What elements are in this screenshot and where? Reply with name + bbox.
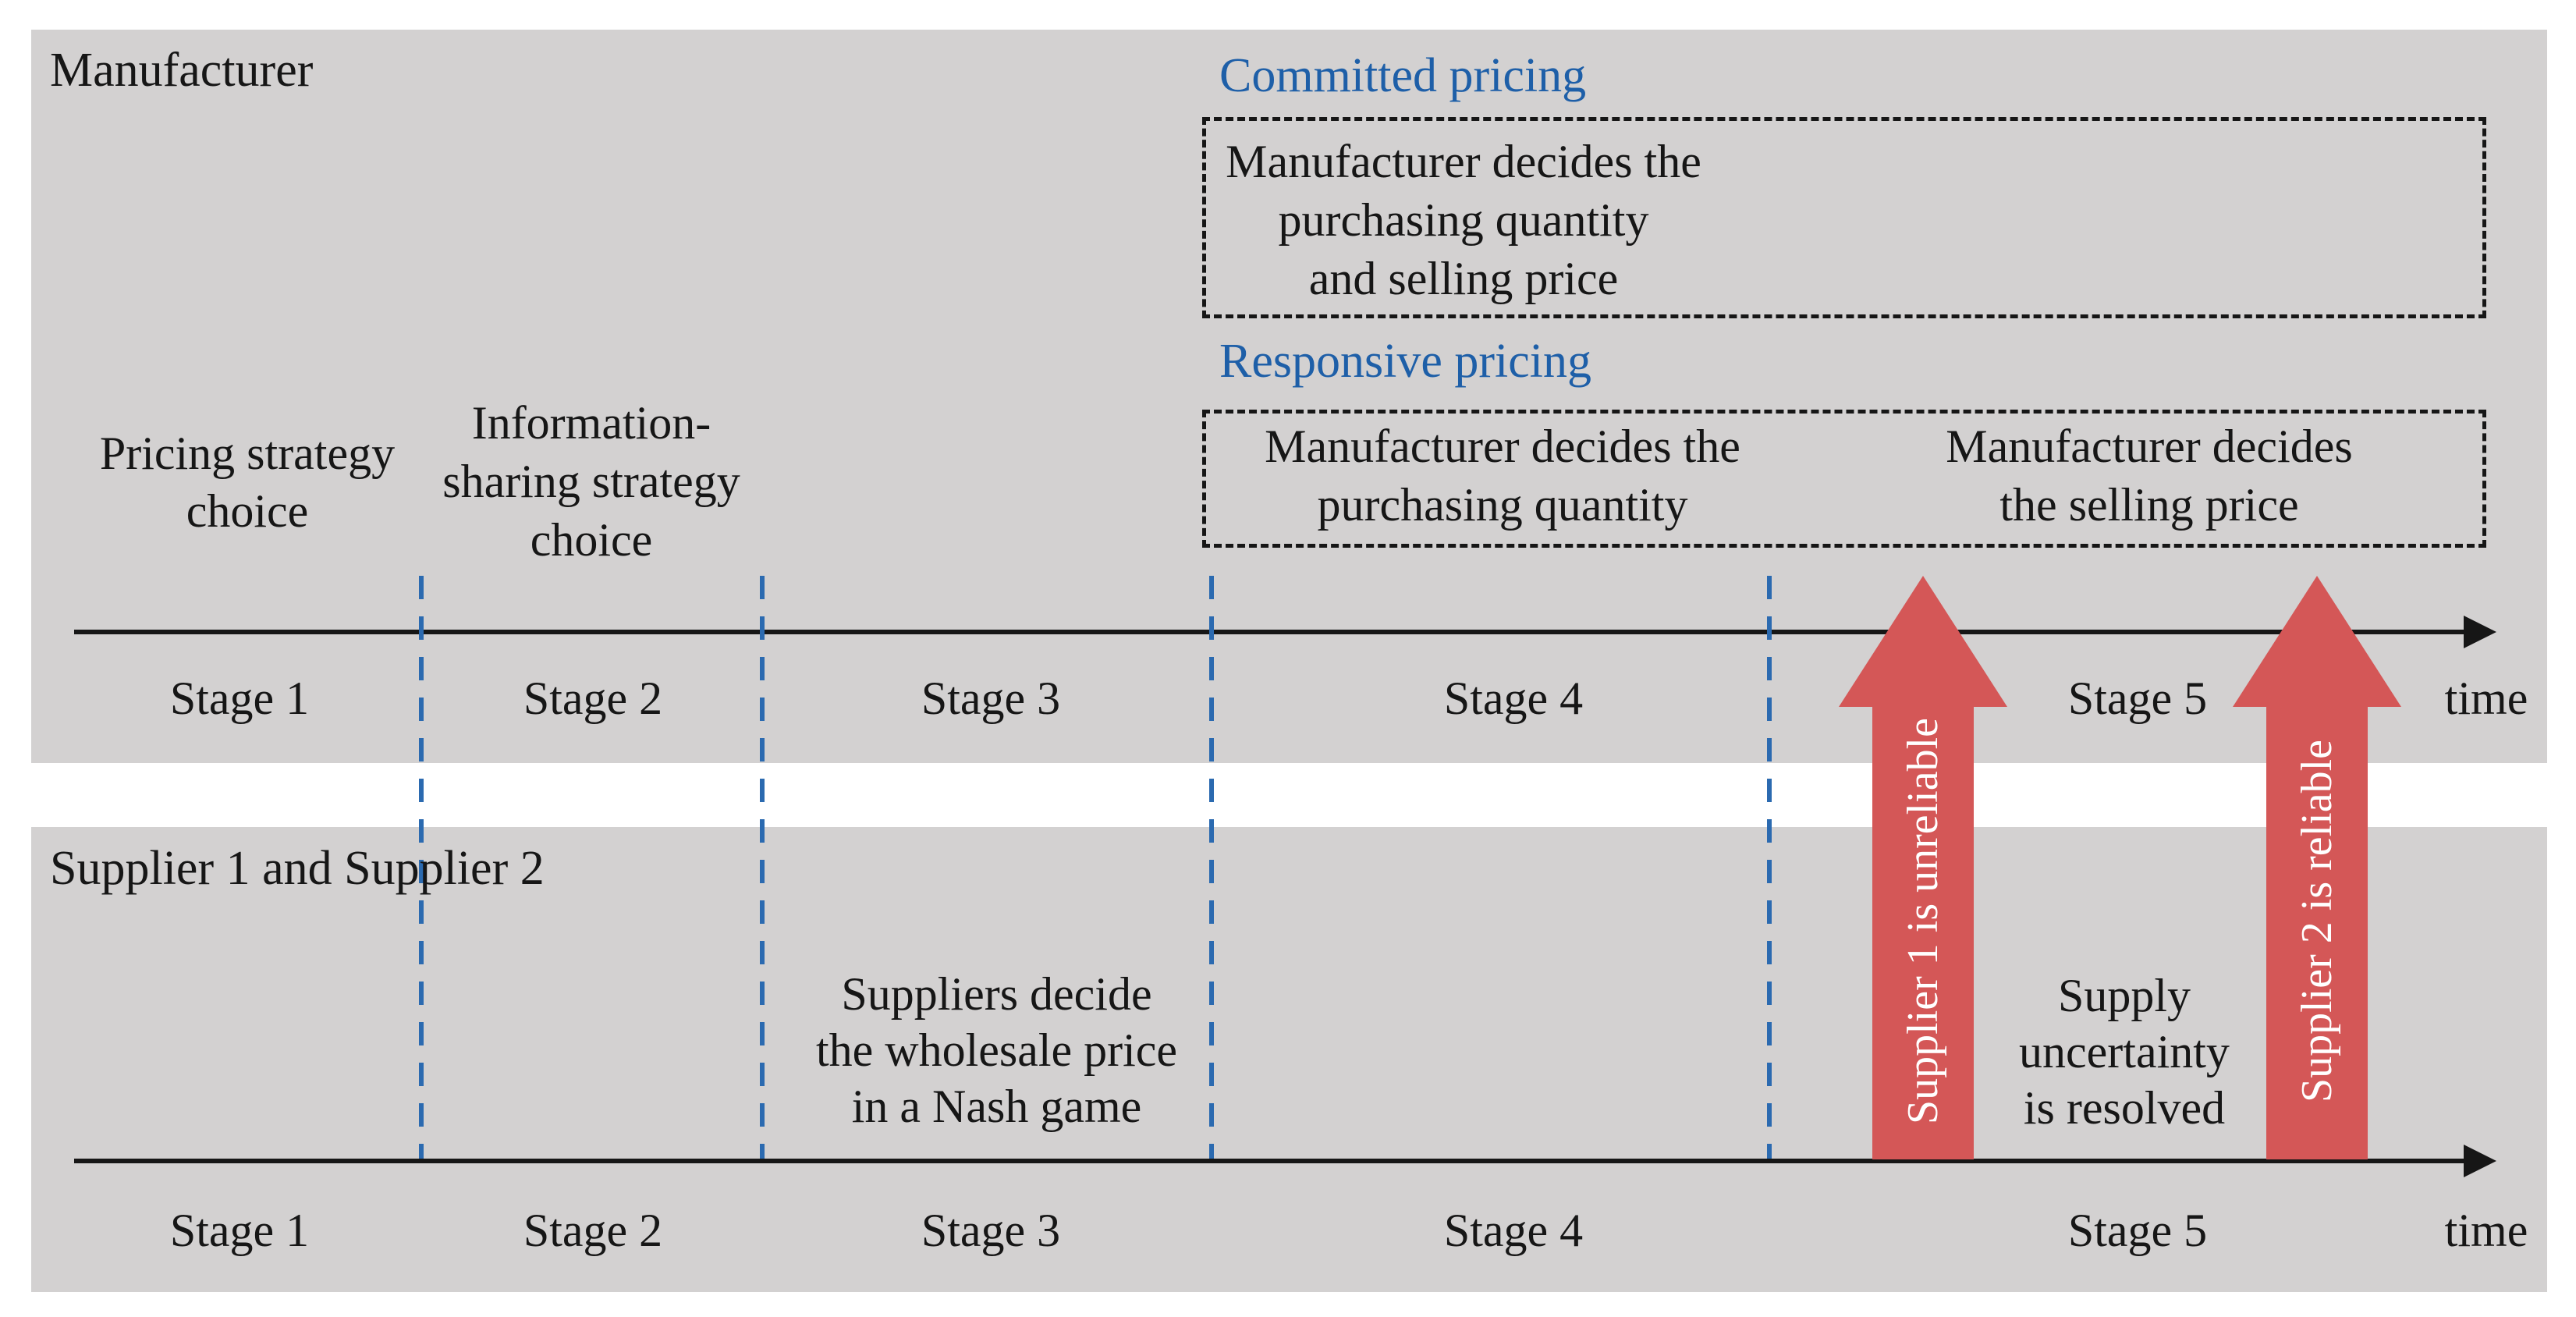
top-stage-1-label: Stage 1 bbox=[169, 673, 310, 724]
bottom-stage-2-label: Stage 2 bbox=[523, 1205, 663, 1256]
responsive-left-line-2: purchasing quantity bbox=[1317, 479, 1688, 531]
pricing-choice-line-2: choice bbox=[186, 485, 309, 537]
info-choice-line-3: choice bbox=[530, 514, 653, 566]
manufacturer-title: Manufacturer bbox=[50, 44, 314, 97]
manufacturer-timeline bbox=[74, 630, 2471, 634]
uncertainty-line-3: is resolved bbox=[2023, 1082, 2226, 1134]
suppliers-timeline bbox=[74, 1159, 2471, 1163]
nash-line-3: in a Nash game bbox=[851, 1081, 1142, 1132]
committed-box-text: Manufacturer decides the purchasing quan… bbox=[1222, 133, 1705, 308]
arrow-up-head-icon bbox=[2233, 576, 2401, 707]
supplier1-unreliable-arrow: Supplier 1 is unreliable bbox=[1839, 576, 2007, 1161]
responsive-box-right-text: Manufacturer decides the selling price bbox=[1892, 417, 2407, 534]
arrow-shaft bbox=[1872, 705, 1974, 1159]
supplier1-unreliable-arrow-label: Supplier 1 is unreliable bbox=[1899, 717, 1947, 1124]
committed-pricing-heading: Committed pricing bbox=[1219, 49, 1587, 102]
responsive-box-left-text: Manufacturer decides the purchasing quan… bbox=[1237, 417, 1768, 534]
supply-uncertainty-label: Supply uncertainty is resolved bbox=[1911, 967, 2337, 1136]
supplier2-reliable-arrow: Supplier 2 is reliable bbox=[2233, 576, 2401, 1161]
stage-divider-3-4 bbox=[1209, 576, 1214, 1161]
responsive-left-line-1: Manufacturer decides the bbox=[1265, 421, 1740, 472]
bottom-stage-3-label: Stage 3 bbox=[921, 1205, 1061, 1256]
nash-game-label: Suppliers decide the wholesale price in … bbox=[745, 966, 1248, 1134]
bottom-stage-5-label: Stage 5 bbox=[2067, 1205, 2208, 1256]
top-stage-5-label: Stage 5 bbox=[2067, 673, 2208, 724]
information-sharing-choice-label: Information- sharing strategy choice bbox=[420, 394, 763, 570]
stage-divider-2-3 bbox=[760, 576, 765, 1161]
suppliers-title: Supplier 1 and Supplier 2 bbox=[50, 842, 545, 895]
suppliers-timeline-arrowhead-icon bbox=[2464, 1145, 2496, 1177]
uncertainty-line-1: Supply bbox=[2057, 970, 2191, 1021]
committed-box-line-3: and selling price bbox=[1308, 253, 1619, 304]
top-stage-4-label: Stage 4 bbox=[1443, 673, 1584, 724]
pricing-strategy-choice-label: Pricing strategy choice bbox=[76, 424, 419, 540]
arrow-shaft bbox=[2266, 705, 2368, 1159]
committed-box-line-1: Manufacturer decides the bbox=[1226, 136, 1701, 187]
responsive-pricing-box: Manufacturer decides the purchasing quan… bbox=[1202, 410, 2486, 548]
arrow-up-head-icon bbox=[1839, 576, 2007, 707]
committed-box-line-2: purchasing quantity bbox=[1278, 194, 1649, 246]
manufacturer-panel bbox=[31, 30, 2547, 763]
stage-divider-1-2 bbox=[419, 576, 424, 1161]
responsive-right-line-1: Manufacturer decides bbox=[1946, 421, 2353, 472]
supplier2-reliable-arrow-label: Supplier 2 is reliable bbox=[2293, 739, 2341, 1102]
info-choice-line-1: Information- bbox=[471, 397, 711, 449]
uncertainty-line-2: uncertainty bbox=[2019, 1026, 2230, 1077]
bottom-time-label: time bbox=[2444, 1205, 2528, 1256]
nash-line-1: Suppliers decide bbox=[841, 968, 1152, 1020]
stage-divider-4-5 bbox=[1767, 576, 1772, 1161]
info-choice-line-2: sharing strategy bbox=[442, 456, 740, 507]
responsive-right-line-2: the selling price bbox=[1999, 479, 2299, 531]
pricing-choice-line-1: Pricing strategy bbox=[99, 428, 396, 479]
bottom-stage-4-label: Stage 4 bbox=[1443, 1205, 1584, 1256]
responsive-pricing-heading: Responsive pricing bbox=[1219, 335, 1591, 388]
manufacturer-timeline-arrowhead-icon bbox=[2464, 616, 2496, 648]
bottom-stage-1-label: Stage 1 bbox=[169, 1205, 310, 1256]
nash-line-2: the wholesale price bbox=[815, 1024, 1178, 1076]
suppliers-panel bbox=[31, 827, 2547, 1292]
top-stage-3-label: Stage 3 bbox=[921, 673, 1061, 724]
committed-pricing-box: Manufacturer decides the purchasing quan… bbox=[1202, 117, 2486, 318]
top-stage-2-label: Stage 2 bbox=[523, 673, 663, 724]
top-time-label: time bbox=[2444, 673, 2528, 724]
